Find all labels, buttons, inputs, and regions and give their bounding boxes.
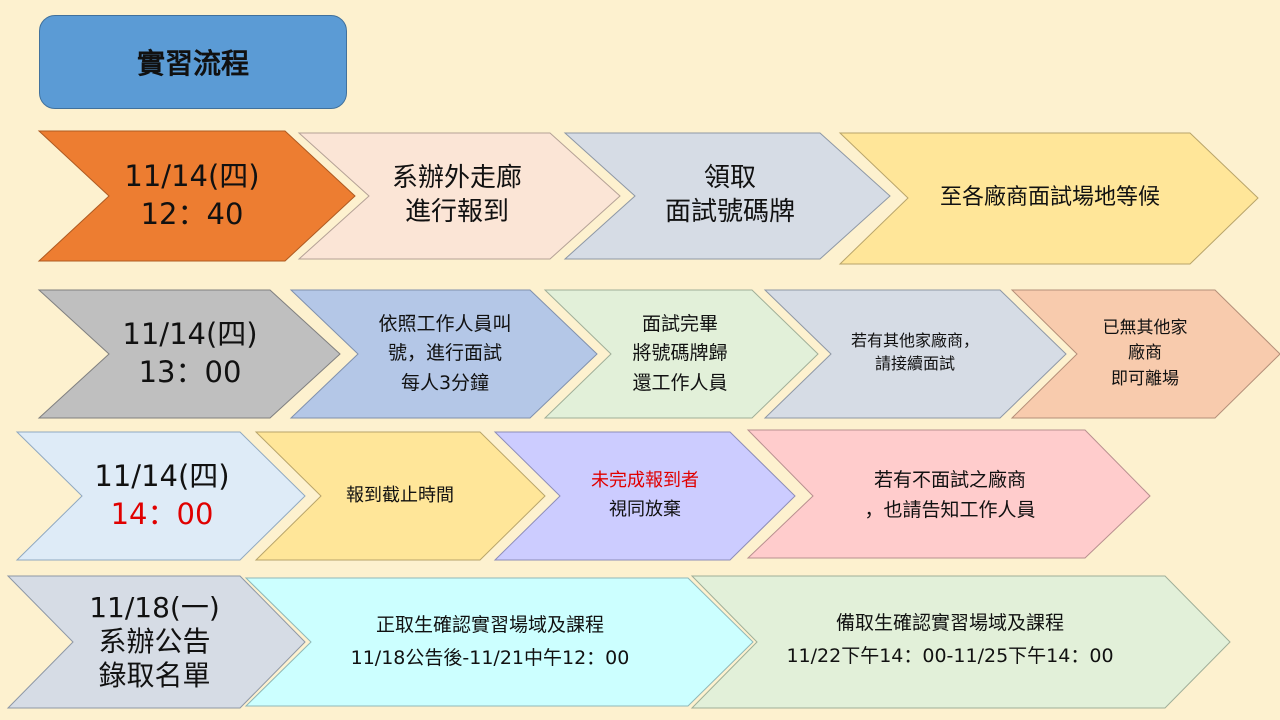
step-text: 已無其他家 — [1102, 317, 1188, 338]
step-text: 11/18(一) — [89, 590, 220, 624]
step-r4-s2: 正取生確認實習場域及課程 11/18公告後-11/21中午12：00 — [300, 604, 680, 680]
page-title: 實習流程 — [39, 15, 347, 109]
arrow-r3-s2 — [254, 431, 546, 561]
arrow-r3-s4 — [746, 429, 1151, 559]
step-r3-s1: 11/14(四) 14：00 — [72, 446, 252, 546]
step-text: 若有不面試之廠商 — [873, 468, 1026, 491]
arrow-r4-s1 — [6, 575, 306, 709]
arrow-r3-s1 — [15, 431, 306, 561]
arrow-r4-s2 — [244, 577, 754, 707]
step-r2-s2: 依照工作人員叫 號，進行面試 每人3分鐘 — [345, 300, 545, 408]
step-text: 還工作人員 — [632, 371, 728, 394]
step-text: 視同放棄 — [609, 499, 681, 520]
step-r3-s4: 若有不面試之廠商 ，也請告知工作人員 — [815, 458, 1085, 532]
step-r3-s3: 未完成報到者 視同放棄 — [555, 460, 735, 532]
arrow-r1-s1 — [37, 130, 356, 262]
arrow-r2-s2 — [289, 289, 598, 419]
arrow-r1-s2 — [297, 132, 621, 260]
step-r2-s3: 面試完畢 將號碼牌歸 還工作人員 — [605, 300, 755, 408]
step-text: 11/14(四) — [94, 459, 230, 494]
step-r4-s3: 備取生確認實習場域及課程 11/22下午14：00-11/25下午14：00 — [745, 602, 1155, 678]
step-text: 領取 — [703, 163, 756, 194]
step-text: 12：40 — [140, 197, 244, 231]
step-r1-s2: 系辦外走廊 進行報到 — [362, 146, 552, 246]
step-r1-s4: 至各廠商面試場地等候 — [905, 160, 1195, 236]
step-text: 進行報到 — [404, 197, 509, 227]
step-text: 13：00 — [138, 355, 242, 389]
arrow-r2-s3 — [543, 289, 819, 419]
step-text: 每人3分鐘 — [400, 371, 490, 394]
step-text: 廠商 — [1128, 343, 1162, 364]
step-r3-s2: 報到截止時間 — [315, 476, 485, 516]
step-text: 11/14(四) — [124, 159, 260, 194]
step-text: 錄取名單 — [98, 659, 211, 693]
step-text: 正取生確認實習場域及課程 — [375, 613, 604, 636]
arrow-r1-s3 — [563, 132, 891, 260]
step-text: ，也請告知工作人員 — [864, 499, 1036, 521]
arrow-r2-s5 — [1010, 289, 1280, 419]
step-text: 報到截止時間 — [346, 485, 454, 507]
step-text: 將號碼牌歸 — [632, 342, 728, 365]
step-text: 面試號碼牌 — [664, 197, 795, 227]
step-text: 11/18公告後-11/21中午12：00 — [350, 647, 630, 669]
arrow-r2-s1 — [37, 289, 341, 419]
step-text: 請接續面試 — [874, 354, 955, 373]
step-text: 11/22下午14：00-11/25下午14：00 — [786, 645, 1114, 667]
step-text: 系辦外走廊 — [391, 163, 522, 194]
step-text: 若有其他家廠商， — [850, 330, 979, 350]
step-text: 面試完畢 — [641, 312, 718, 335]
step-text: 未完成報到者 — [591, 470, 699, 492]
step-r2-s5: 已無其他家 廠商 即可離場 — [1075, 305, 1215, 403]
step-text: 號，進行面試 — [387, 342, 502, 365]
step-text: 至各廠商面試場地等候 — [939, 184, 1160, 210]
step-r1-s1: 11/14(四) 12：40 — [100, 146, 284, 246]
step-text: 系辦公告 — [98, 624, 211, 658]
step-text: 11/14(四) — [122, 317, 258, 352]
step-r2-s4: 若有其他家廠商， 請接續面試 — [825, 320, 1005, 384]
step-text: 備取生確認實習場域及課程 — [835, 611, 1064, 634]
step-text: 依照工作人員叫 — [378, 312, 512, 335]
step-text: 即可離場 — [1111, 368, 1179, 389]
arrow-r4-s3 — [690, 575, 1231, 709]
arrow-r3-s3 — [493, 431, 796, 561]
step-r2-s1: 11/14(四) 13：00 — [100, 304, 280, 404]
step-r1-s3: 領取 面試號碼牌 — [630, 146, 830, 246]
step-r4-s1: 11/18(一) 系辦公告 錄取名單 — [62, 582, 247, 702]
arrow-r1-s4 — [838, 132, 1259, 265]
step-text: 14：00 — [110, 497, 214, 531]
arrow-r2-s4 — [763, 289, 1067, 419]
